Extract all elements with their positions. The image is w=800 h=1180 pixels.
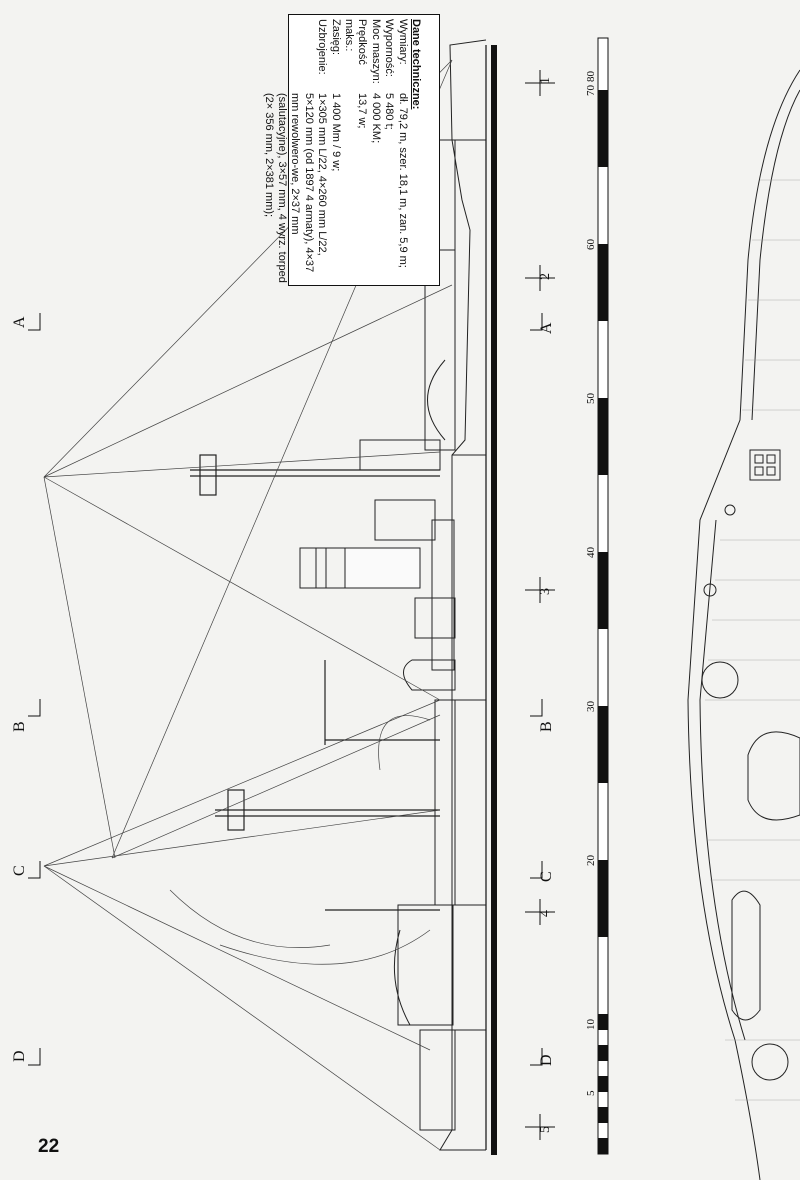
page-number: 22 — [38, 1136, 60, 1157]
spec-label: Moc maszyn: — [369, 19, 382, 84]
section-marker-a-right: A — [538, 322, 555, 334]
spec-value: 5 480 t; — [383, 93, 396, 130]
spec-row-max-speed: Prędkość maks.: 13,7 w; — [342, 19, 369, 283]
section-marker-a-left: A — [11, 316, 28, 328]
scale-label-10: 10 — [585, 1019, 597, 1031]
funnels — [299, 439, 441, 589]
scale-label-20: 20 — [585, 855, 597, 867]
scale-label-80: 80 — [585, 71, 597, 83]
spec-row-displacement: Wyporność: 5 480 t; — [382, 19, 395, 283]
spec-value: 1 400 Mm / 9 w; — [329, 93, 342, 172]
masts — [190, 454, 440, 911]
frame-number-1: 1 — [538, 77, 553, 84]
technical-data-box: Dane techniczne: Wymiary: dł. 79,2 m, sz… — [263, 14, 440, 286]
deck-plan — [687, 69, 800, 1180]
technical-data-content: Dane techniczne: Wymiary: dł. 79,2 m, sz… — [263, 15, 425, 287]
frame-number-2: 2 — [538, 273, 553, 280]
scale-label-60: 60 — [585, 239, 597, 251]
frame-number-5: 5 — [538, 1126, 553, 1133]
frame-number-4: 4 — [538, 910, 553, 917]
deck-planking — [705, 179, 800, 1101]
frame-markers — [525, 70, 555, 1140]
frame-number-3: 3 — [538, 588, 553, 595]
section-marker-d-left: D — [11, 1050, 28, 1062]
spec-label: Prędkość maks.: — [342, 19, 369, 65]
spec-value: 1×305 mm L/22, 4×260 mm L/22, 5×120 mm (… — [262, 93, 329, 283]
technical-data-title: Dane techniczne: — [410, 19, 422, 110]
spec-value: dł. 79,2 m, szer. 18,1 m, zan. 5,9 m; — [396, 93, 409, 268]
section-marker-d-right: D — [538, 1054, 555, 1066]
spec-label: Wymiary: — [396, 19, 409, 65]
scale-label-40: 40 — [585, 547, 597, 559]
spec-label: Zasięg: — [329, 19, 342, 56]
scale-label-50: 50 — [585, 393, 597, 405]
scale-label-30: 30 — [585, 701, 597, 713]
spec-row-range: Zasięg: 1 400 Mm / 9 w; — [328, 19, 342, 283]
scale-label-5: 5 — [585, 1090, 597, 1096]
section-marker-c-right: C — [538, 871, 555, 882]
hull — [393, 39, 487, 1151]
spec-label: Wyporność: — [383, 19, 396, 77]
section-marker-b-left: B — [11, 721, 28, 732]
spec-value: 13,7 w; — [356, 93, 369, 129]
keel-line — [491, 45, 497, 1155]
spec-row-engine-power: Moc maszyn: 4 000 KM; — [368, 19, 382, 283]
spec-row-armament: Uzbrojenie: 1×305 mm L/22, 4×260 mm L/22… — [261, 19, 329, 283]
spec-row-dimensions: Wymiary: dł. 79,2 m, szer. 18,1 m, zan. … — [395, 19, 409, 283]
section-marker-b-right: B — [538, 721, 555, 732]
spec-value: 4 000 KM; — [369, 93, 382, 144]
scale-label-70: 70 — [585, 85, 597, 97]
section-markers — [28, 313, 543, 1066]
scale-bar — [597, 37, 609, 1155]
spec-label: Uzbrojenie: — [316, 19, 329, 75]
section-marker-c-left: C — [11, 865, 28, 876]
